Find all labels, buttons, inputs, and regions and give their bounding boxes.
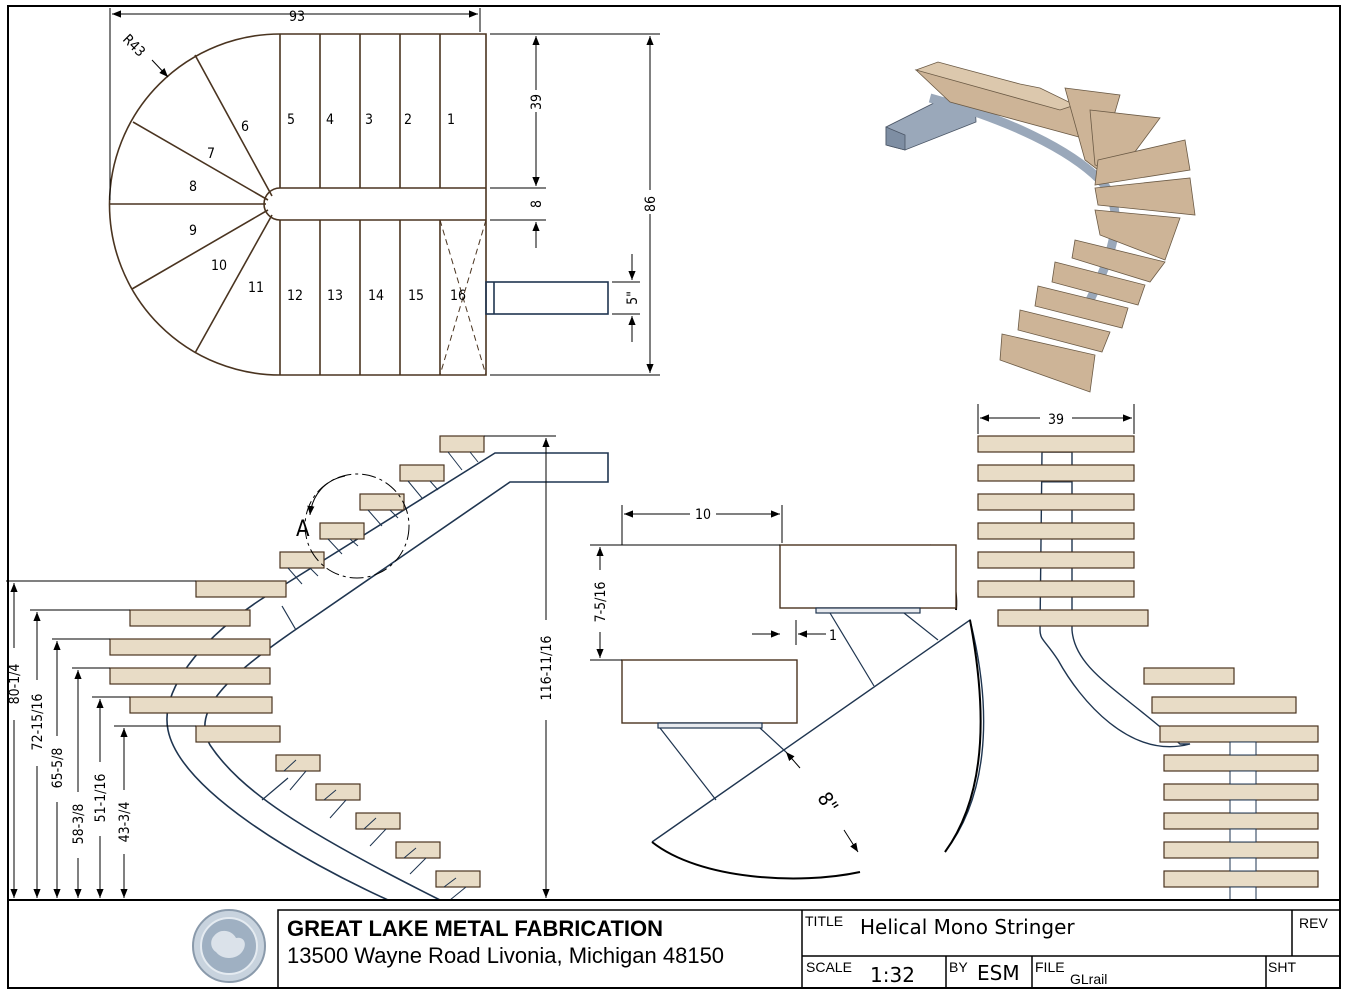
dim-height-3: 65-5/8 xyxy=(50,748,66,789)
tread-11: 11 xyxy=(248,280,264,296)
plan-tread-numbers: 1 2 3 4 5 6 7 8 9 10 11 12 13 14 15 16 xyxy=(189,112,466,304)
dim-height-2: 72-15/16 xyxy=(30,694,46,751)
tread-7: 7 xyxy=(207,146,215,162)
file-value: GLrail xyxy=(1070,971,1107,987)
dim-height-1: 80-1/4 xyxy=(7,664,23,705)
dim-height-6: 43-3/4 xyxy=(117,802,133,843)
dim-stringer-size: 5" xyxy=(625,291,641,305)
tread-16: 16 xyxy=(450,288,466,304)
dim-radius: R43 xyxy=(119,32,148,61)
tread-10: 10 xyxy=(211,258,227,274)
detail-a-circle xyxy=(304,473,410,579)
elevation-dimension-labels: 116-11/16 80-1/4 72-15/16 65-5/8 58-3/8 … xyxy=(7,636,555,845)
tread-13: 13 xyxy=(327,288,343,304)
title-label: TITLE xyxy=(805,913,843,929)
company-address: 13500 Wayne Road Livonia, Michigan 48150 xyxy=(287,943,724,968)
tread-9: 9 xyxy=(189,223,197,239)
tread-3: 3 xyxy=(365,112,373,128)
detail-dimensions xyxy=(590,505,859,853)
side-dimensions xyxy=(977,404,1135,434)
by-value: ESM xyxy=(977,961,1020,985)
scale-label: SCALE xyxy=(806,959,852,975)
company-name: GREAT LAKE METAL FABRICATION xyxy=(287,916,663,941)
rev-label: REV xyxy=(1299,915,1328,931)
tread-14: 14 xyxy=(368,288,384,304)
tread-6: 6 xyxy=(241,119,249,135)
tread-12: 12 xyxy=(287,288,303,304)
company-logo xyxy=(192,909,266,983)
tread-2: 2 xyxy=(404,112,412,128)
drawing-title: Helical Mono Stringer xyxy=(860,915,1075,939)
tread-4: 4 xyxy=(326,112,334,128)
tread-5: 5 xyxy=(287,112,295,128)
dim-gap: 8 xyxy=(529,200,545,208)
dim-offset: 1 xyxy=(829,628,837,644)
dim-height-4: 58-3/8 xyxy=(71,804,87,845)
plan-view xyxy=(108,33,487,376)
dim-rise: 7-5/16 xyxy=(593,582,609,623)
side-view xyxy=(977,435,1319,901)
dim-overall-depth: 86 xyxy=(643,196,659,212)
dim-tread-depth: 10 xyxy=(695,507,711,523)
detail-view xyxy=(621,544,985,880)
plan-dimensions xyxy=(109,8,660,376)
plan-stringer xyxy=(485,281,609,315)
front-elevation: A xyxy=(109,435,609,901)
tread-8: 8 xyxy=(189,179,197,195)
tread-1: 1 xyxy=(447,112,455,128)
dim-flight-depth: 39 xyxy=(529,94,545,110)
iso-view xyxy=(885,61,1196,393)
file-label: FILE xyxy=(1035,959,1065,975)
title-block xyxy=(8,899,1341,989)
dim-side-width: 39 xyxy=(1048,412,1064,428)
detail-a-label: A xyxy=(296,517,310,542)
dim-total-height: 116-11/16 xyxy=(539,636,555,701)
dim-overall-width: 93 xyxy=(289,9,305,25)
sht-label: SHT xyxy=(1268,959,1296,975)
tread-15: 15 xyxy=(408,288,424,304)
by-label: BY xyxy=(949,959,968,975)
dim-height-5: 51-1/16 xyxy=(93,774,109,823)
scale-value: 1:32 xyxy=(870,963,915,987)
